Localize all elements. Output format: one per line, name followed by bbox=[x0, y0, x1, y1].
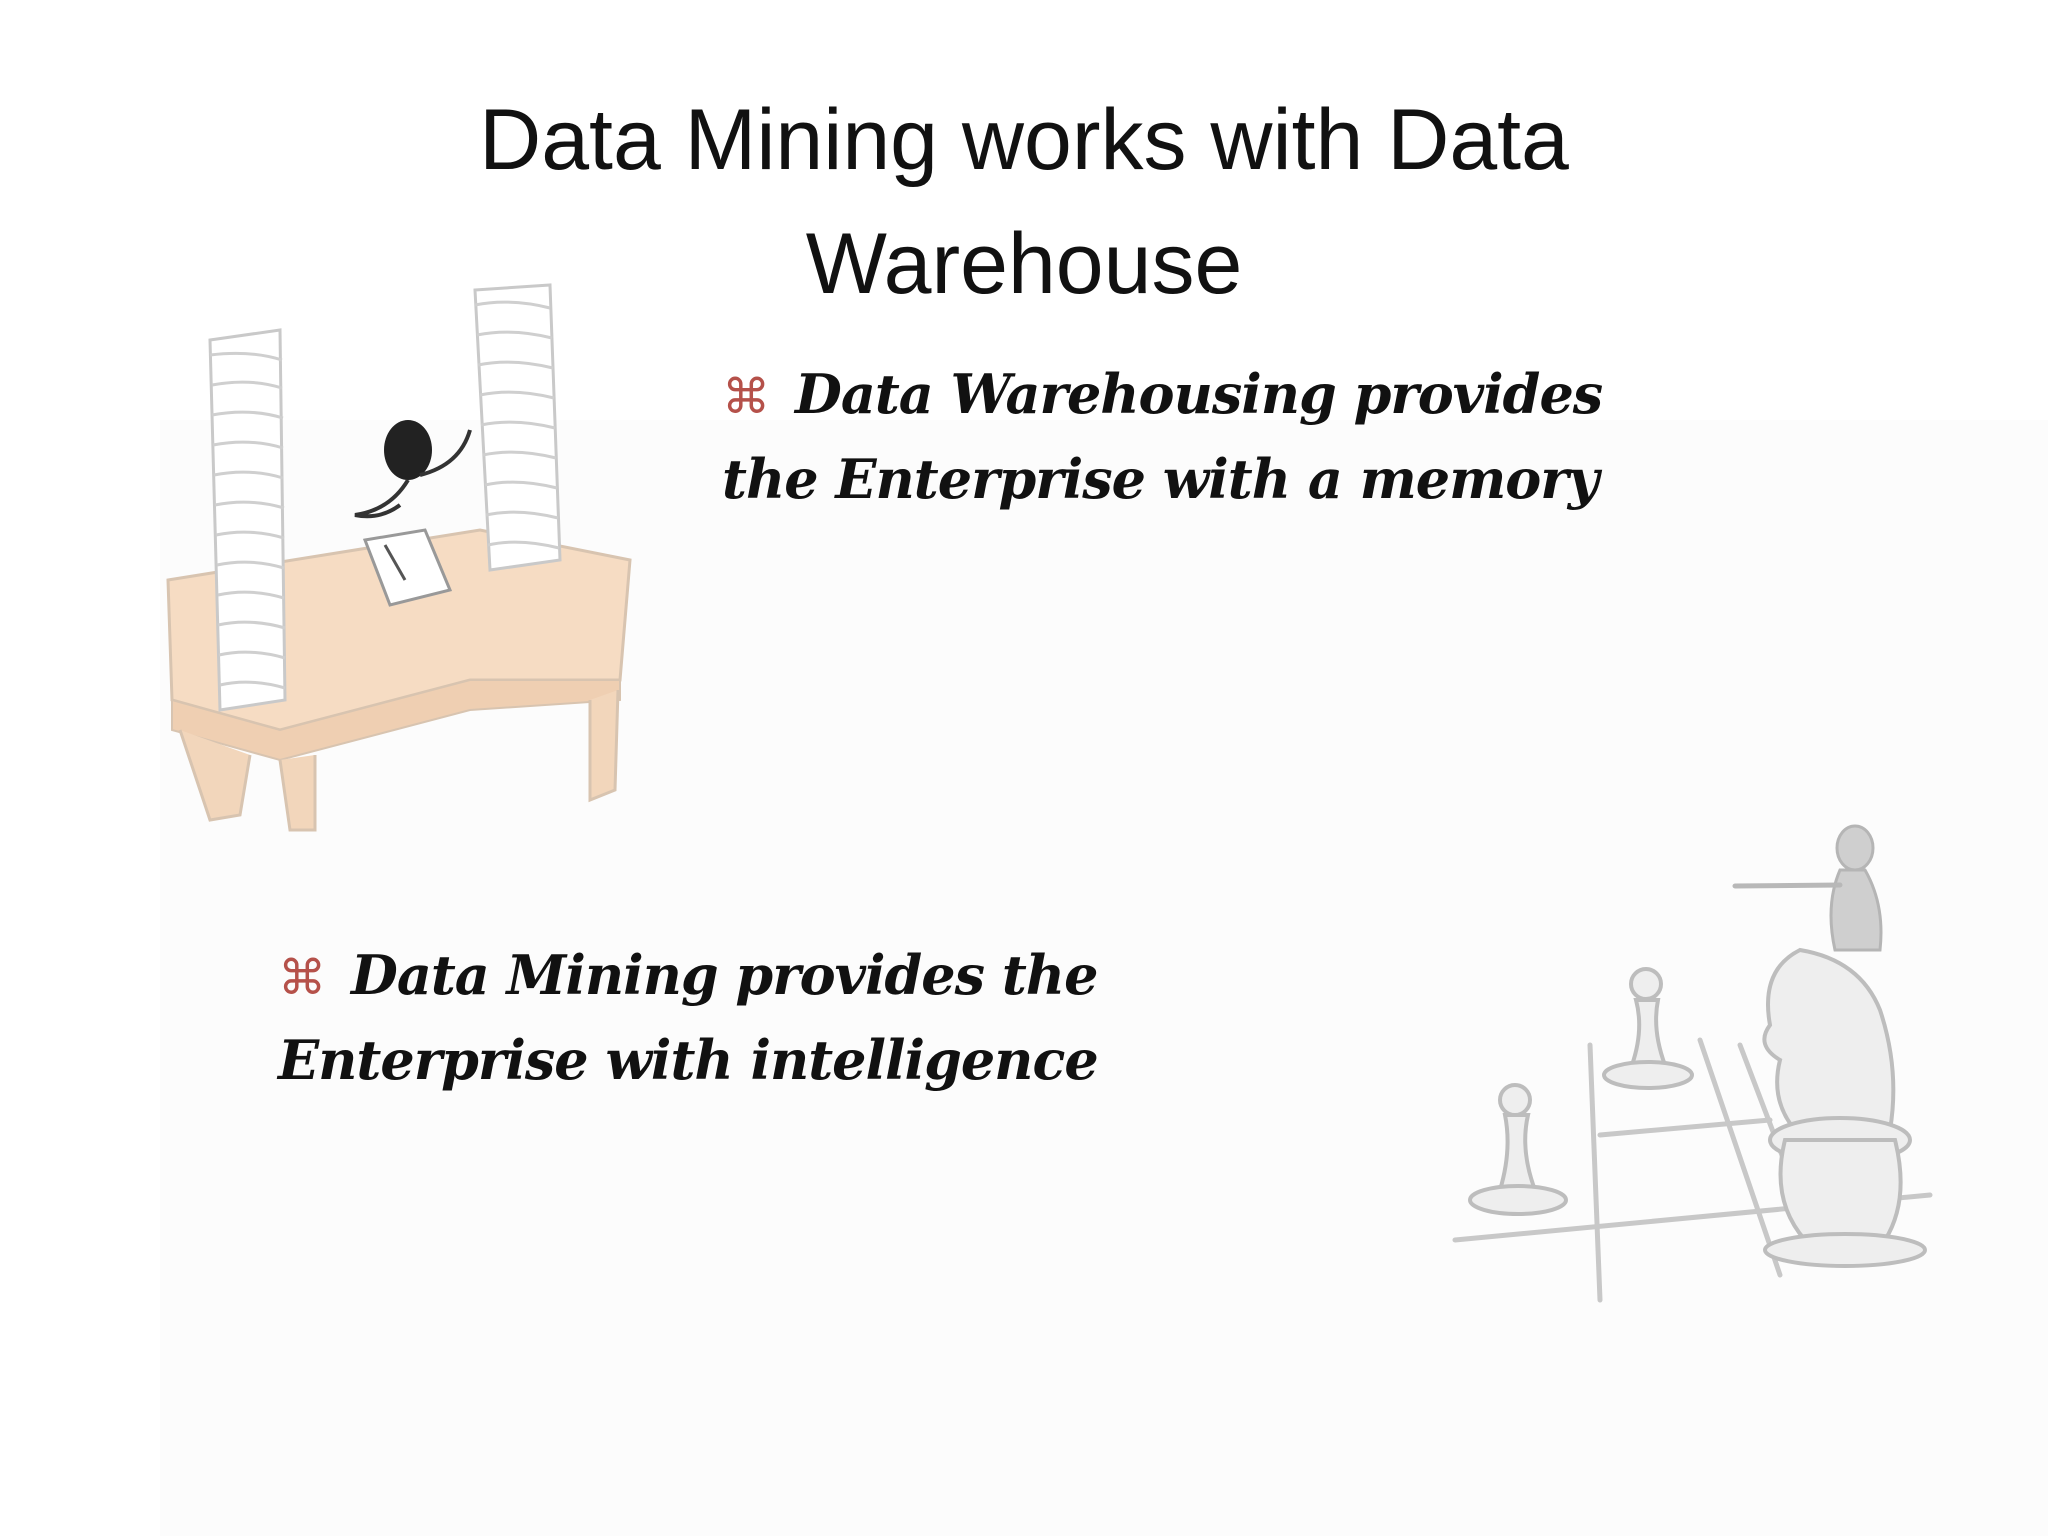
chess-pieces-clipart bbox=[1452, 824, 1933, 1303]
bullet-text: Data Warehousing provides the Enterprise… bbox=[722, 362, 1603, 511]
slide-title: Data Mining works with Data Warehouse bbox=[479, 92, 1569, 312]
bullet-item: ⌘Data Warehousing provides the Enterpris… bbox=[722, 353, 1702, 520]
command-glyph-icon: ⌘ bbox=[278, 950, 326, 1006]
bullet-text: Data Mining provides the Enterprise with… bbox=[278, 943, 1099, 1092]
bullet-item: ⌘Data Mining provides the Enterprise wit… bbox=[278, 934, 1178, 1101]
command-glyph-icon: ⌘ bbox=[722, 369, 770, 425]
desk-with-paper-stacks-clipart bbox=[166, 283, 632, 832]
